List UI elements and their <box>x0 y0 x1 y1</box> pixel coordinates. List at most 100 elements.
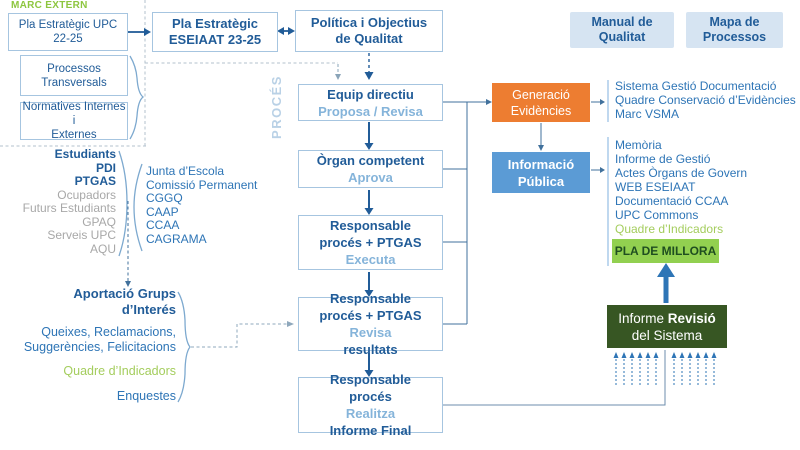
list-item: WEB ESEIAAT <box>615 180 696 194</box>
box-line: del Sistema <box>631 327 703 343</box>
pill-line: Qualitat <box>598 30 646 44</box>
box-line: Pla Estratègic <box>172 16 258 31</box>
line-informe-final-to-revisio <box>443 350 666 406</box>
box-line: Evidències <box>510 103 572 118</box>
arrow-bus-to-generacio <box>486 99 492 105</box>
stakeholders-list: Estudiants PDI PTGAS Ocupadors Futurs Es… <box>0 147 116 256</box>
dashed-input-arrows-revisio <box>613 352 717 385</box>
organs-list: Junta d’Escola Comissió Permanent CGGQ C… <box>146 164 258 246</box>
box-title: Equip directiu <box>327 86 414 102</box>
stakeholder-item: GPAQ <box>82 214 116 229</box>
arrow-upc-to-eseiaat <box>128 28 151 36</box>
publica-list: Memòria Informe de Gestió Actes Òrgans d… <box>615 138 747 236</box>
list-item: Memòria <box>615 138 662 152</box>
list-item-green: Quadre d’Indicadors <box>615 222 724 236</box>
list-item: Marc VSMA <box>615 107 680 121</box>
aportacio-title: Aportació Grups <box>73 286 176 301</box>
subtitle-light: Revisa <box>349 325 392 340</box>
box-line: Pla Estratègic UPC <box>18 19 118 31</box>
organ-item: CAAP <box>146 204 179 219</box>
subtitle-dark: resultats <box>343 342 398 357</box>
box-line: ESEIAAT 23-25 <box>168 32 262 47</box>
box-line: Externes <box>51 129 97 141</box>
line-dark: procés <box>349 389 392 404</box>
box-line: Política i Objectius <box>310 15 428 30</box>
box-pla-de-millora[interactable]: PLA DE MILLORA <box>612 239 719 263</box>
box-generacio-evidencies[interactable]: Generació Evidències <box>492 83 590 122</box>
evidence-bus <box>443 101 486 325</box>
box-normatives-internes[interactable]: Normatives Internes i Externes <box>20 101 128 141</box>
line-regular: Informe <box>618 310 664 326</box>
arrow-generacio-to-list <box>591 99 605 105</box>
stakeholder-item: PDI <box>95 160 116 175</box>
box-title: Responsable <box>330 218 411 233</box>
box-title: procés + PTGAS <box>319 308 422 323</box>
box-informe-revisio[interactable]: Informe Revisió del Sistema <box>607 305 727 348</box>
brace-aportacio <box>177 291 191 403</box>
box-processos-transversals[interactable]: Processos Transversals <box>20 55 128 96</box>
proces-vertical-label: PROCÉS <box>269 75 284 139</box>
box-responsable-executa[interactable]: Responsable procés + PTGAS Executa <box>298 215 443 270</box>
box-subtitle: Aprova <box>348 170 393 185</box>
box-line: de Qualitat <box>335 31 403 46</box>
box-line: Informe Revisió <box>618 310 716 327</box>
box-equip-directiu[interactable]: Equip directiu Proposa / Revisa <box>298 84 443 121</box>
process-flow-arrows <box>364 122 374 377</box>
list-item: Actes Òrgans de Govern <box>615 166 748 180</box>
box-responsable-revisa[interactable]: Responsable procés + PTGAS Revisa result… <box>298 291 443 357</box>
box-title: Responsable <box>330 291 411 306</box>
brace-marc-extern <box>129 55 145 140</box>
box-title: Òrgan competent <box>316 153 425 168</box>
stakeholder-item: Futurs Estudiants <box>22 201 116 215</box>
organ-item: Comissió Permanent <box>146 177 258 192</box>
box-title: procés + PTGAS <box>319 235 422 250</box>
paren-organs-open <box>133 163 143 252</box>
box-responsable-informe-final[interactable]: Responsable procés Realitza Informe Fina… <box>298 372 443 438</box>
list-item: Quadre Conservació d’Evidències <box>615 93 796 107</box>
box-informacio-publica[interactable]: Informació Pública <box>492 152 590 193</box>
dashed-arrow-extern-to-equip <box>335 64 341 80</box>
box-pla-estrategic-eseiaat[interactable]: Pla Estratègic ESEIAAT 23-25 <box>152 12 278 52</box>
arrow-eseiaat-politica-double <box>277 27 295 35</box>
box-line: 22-25 <box>53 33 83 45</box>
dashed-arrow-politica-to-equip <box>364 53 374 80</box>
stakeholder-item: PTGAS <box>74 174 116 188</box>
pill-line: Manual de <box>591 15 653 29</box>
pill-mapa-de-processos[interactable]: Mapa de Processos <box>686 12 783 48</box>
box-organ-competent[interactable]: Òrgan competent Aprova <box>298 150 443 188</box>
aportacio-block: Aportació Grups d’Interés Queixes, Recla… <box>0 286 176 404</box>
box-line: Normatives Internes i <box>22 101 126 127</box>
stakeholder-item: Ocupadors <box>57 187 116 202</box>
box-subtitle: Revisa resultats <box>343 324 397 358</box>
list-item: Informe de Gestió <box>615 152 711 166</box>
pill-line: Processos <box>702 30 767 44</box>
line-bold: Revisió <box>667 310 716 326</box>
arrow-revisio-to-pla-millora <box>657 263 675 303</box>
dashed-arrow-stakeholders-down <box>125 201 131 287</box>
list-item: Sistema Gestió Documentació <box>615 79 777 93</box>
dashed-path-aportacio-to-revisa <box>191 321 294 348</box>
box-title: Responsable <box>330 372 411 387</box>
braces <box>118 55 191 403</box>
organ-item: Junta d’Escola <box>146 164 225 178</box>
aportacio-item: Suggerències, Felicitacions <box>23 340 176 354</box>
aportacio-title: d’Interés <box>121 302 176 317</box>
box-politica-objectius[interactable]: Política i Objectius de Qualitat <box>295 10 443 52</box>
organ-item: CAGRAMA <box>146 231 207 246</box>
arrow-generacio-to-informacio <box>538 123 544 151</box>
box-title: Informe Final <box>329 423 412 438</box>
stakeholder-item: AQU <box>89 241 116 256</box>
box-line: Processos <box>47 62 101 75</box>
box-line: Pública <box>517 173 565 189</box>
pill-line: Mapa de <box>709 15 760 29</box>
box-line: Transversals <box>41 76 107 89</box>
arrow-informacio-to-list <box>591 167 605 173</box>
box-subtitle: Proposa / Revisa <box>318 103 423 119</box>
box-pla-estrategic-upc[interactable]: Pla Estratègic UPC 22-25 <box>8 13 128 51</box>
paren-stakeholders-close <box>118 150 128 257</box>
stakeholder-item: Estudiants <box>54 147 116 161</box>
list-item: UPC Commons <box>615 208 699 222</box>
pill-manual-de-qualitat[interactable]: Manual de Qualitat <box>570 12 674 48</box>
